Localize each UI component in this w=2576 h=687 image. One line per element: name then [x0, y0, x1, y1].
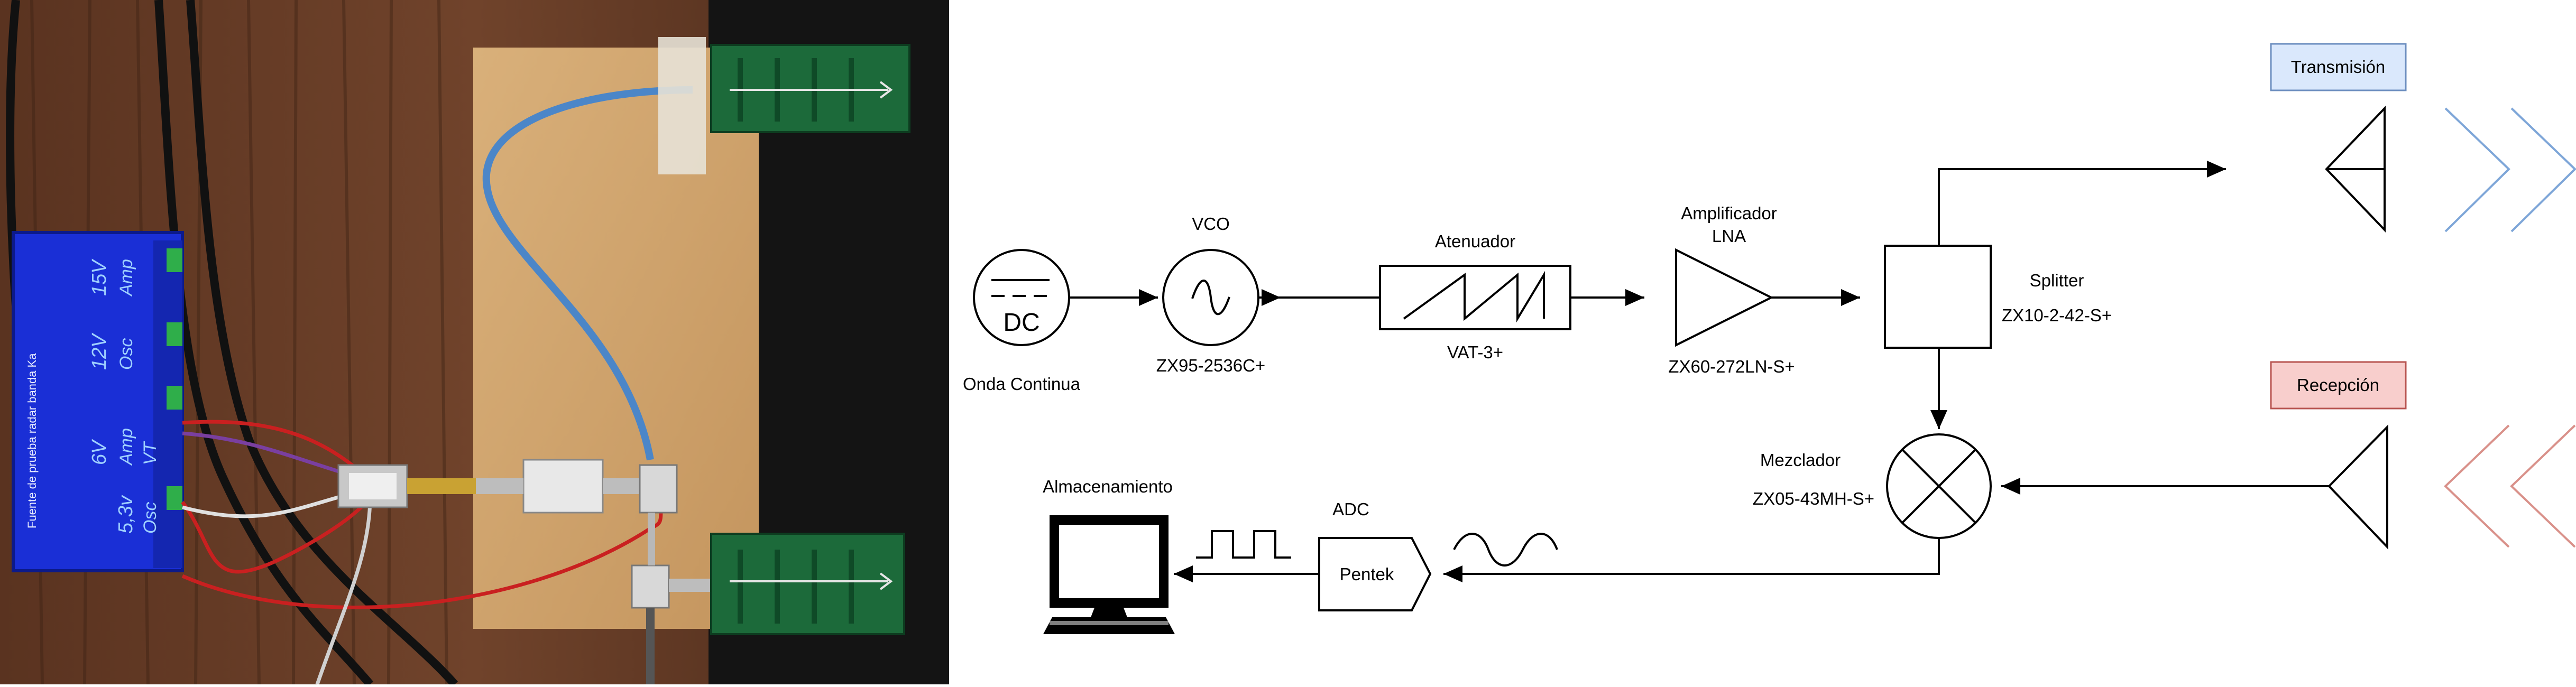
storage-title: Almacenamiento	[1043, 477, 1173, 496]
tx-label-box	[2270, 43, 2407, 91]
attenuator-sawtooth-icon	[1403, 271, 1545, 323]
adc-title: ADC	[1332, 499, 1369, 519]
splitter-title: Splitter	[2030, 271, 2084, 290]
handwritten-label-2: Osc	[140, 502, 160, 534]
tx-antenna-icon	[2325, 106, 2386, 233]
handwritten-label-3: 6V	[88, 439, 111, 465]
rx-label-box	[2270, 361, 2407, 410]
handwritten-label-8: 15V	[88, 258, 111, 296]
mixer-cross-line-2	[1901, 449, 1976, 524]
vco-title: VCO	[1192, 214, 1230, 234]
adc-block-label: Pentek	[1340, 564, 1394, 584]
lna-title-line2: LNA	[1712, 226, 1746, 246]
mixer-part-number: ZX05-43MH-S+	[1753, 489, 1874, 508]
vco-sine-icon	[1191, 280, 1230, 315]
dc-source-caption: Onda Continua	[963, 374, 1081, 394]
rx-label: Recepción	[2297, 375, 2379, 395]
computer-monitor-icon	[1043, 515, 1175, 634]
plywood-board	[473, 48, 759, 629]
adc-block	[1318, 537, 1432, 611]
arrow-mixer-to-adc	[1443, 538, 1940, 582]
rx-antenna-icon	[2327, 424, 2388, 550]
dc-symbol-label: DC	[1003, 309, 1039, 337]
handwritten-label-9: Amp	[116, 259, 136, 297]
rx-wave-chevrons	[2444, 424, 2576, 548]
lna-triangle	[1675, 248, 1774, 347]
attenuator-title: Atenuador	[1435, 231, 1515, 251]
handwritten-label-4: Amp	[116, 428, 136, 466]
handwritten-label-5: VT	[140, 441, 160, 465]
digital-signal-icon	[1196, 530, 1291, 559]
power-supply-box: Fuente de prueba radar banda Ka 5,3v Osc…	[12, 231, 184, 572]
attenuator-block	[1379, 265, 1571, 330]
handwritten-label-6: 12V	[88, 332, 111, 370]
attenuator-part-number: VAT-3+	[1447, 342, 1503, 362]
arrow-splitter-to-tx	[1938, 161, 2226, 246]
pcb-antennas	[658, 37, 910, 635]
lna-title-line1: Amplificador	[1681, 203, 1777, 223]
block-diagram: DC Onda Continua VCO ZX95-2536C+ Atenuad…	[963, 43, 2576, 634]
mixer-title: Mezclador	[1760, 450, 1841, 470]
tx-label: Transmisión	[2291, 57, 2386, 77]
vco-part-number: ZX95-2536C+	[1156, 356, 1265, 375]
splitter-part-number: ZX10-2-42-S+	[2002, 305, 2112, 325]
if-signal-sine-icon	[1453, 533, 1558, 567]
lna-part-number: ZX60-272LN-S+	[1668, 357, 1795, 376]
tx-wave-chevrons	[2444, 107, 2576, 233]
rf-components	[337, 459, 722, 684]
blue-coax-cable	[482, 86, 693, 461]
box-label: Fuente de prueba radar banda Ka	[25, 353, 39, 528]
hardware-photo: Fuente de prueba radar banda Ka 5,3v Osc…	[0, 0, 949, 687]
handwritten-label-1: 5,3v	[115, 495, 137, 534]
splitter-block	[1884, 245, 1992, 349]
handwritten-label-7: Osc	[116, 338, 136, 370]
